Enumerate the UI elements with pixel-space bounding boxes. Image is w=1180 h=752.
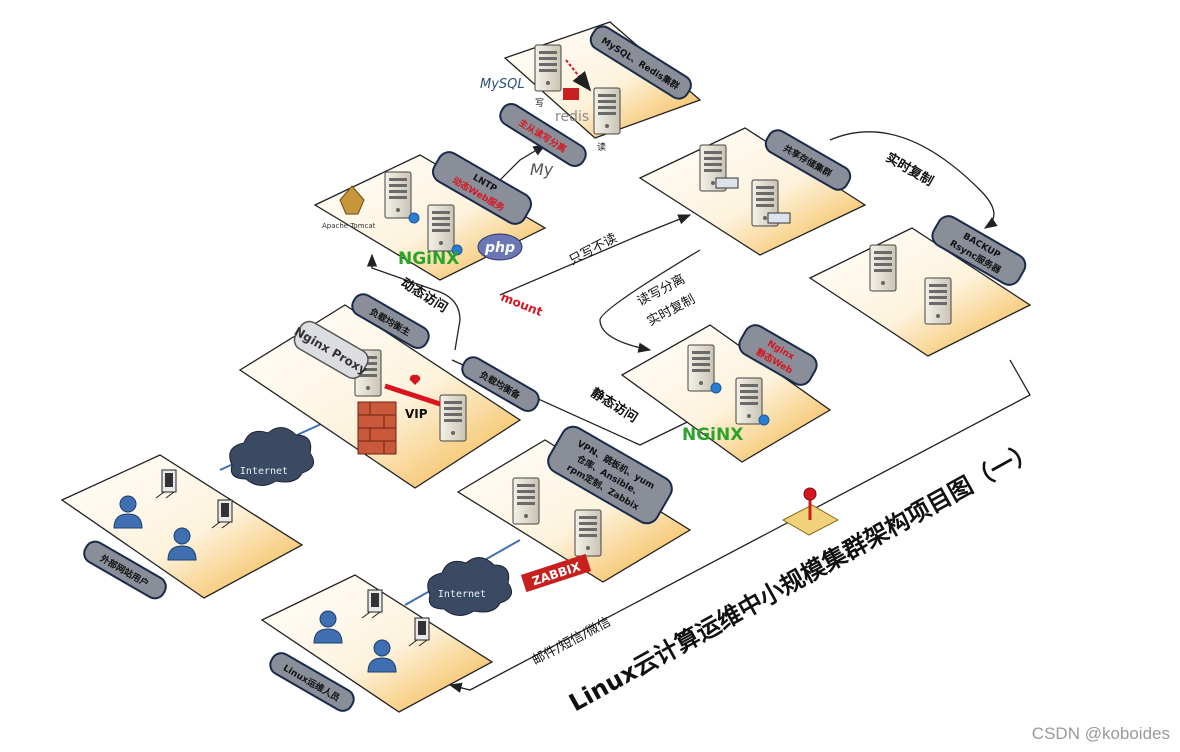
redis-icon xyxy=(563,88,579,100)
internet-label-2: Internet xyxy=(438,589,486,600)
edge-replication xyxy=(599,249,701,353)
dynamic-web-node[interactable]: Apache Tomcat php NGiNX mount LNTP 动态Web… xyxy=(313,148,547,319)
heart-icon xyxy=(409,374,421,385)
edge-realtime-copy xyxy=(829,131,998,229)
internet-cloud-2: Internet xyxy=(427,557,513,616)
platform xyxy=(60,454,304,599)
disk-icon xyxy=(767,212,791,224)
sync-arrow xyxy=(565,59,592,92)
internet-cloud-1: Internet xyxy=(229,427,315,486)
edge-label-dynamic: 动态访问 xyxy=(398,275,451,316)
alert-pin-icon xyxy=(781,487,840,536)
static-web-node[interactable]: NGiNX Nginx 静态Web xyxy=(620,321,832,463)
server-icon xyxy=(512,477,540,525)
edge-label-readonly: 只写不读 xyxy=(567,231,620,269)
server-icon xyxy=(593,87,621,135)
edge-dynamic-access xyxy=(366,253,461,351)
internet-label-1: Internet xyxy=(240,466,288,477)
server-icon xyxy=(687,344,715,392)
shared-storage-node[interactable]: 共享存储集群 xyxy=(638,127,867,256)
server-icon xyxy=(427,204,455,252)
backup-node[interactable]: BACKUP Rsync服务器 xyxy=(808,212,1032,357)
tomcat-icon xyxy=(339,185,365,215)
mysql-logo: MySQL xyxy=(480,77,525,92)
platform xyxy=(456,439,692,583)
edge-label-realtime: 实时复制 xyxy=(883,150,936,190)
redis-logo: redis xyxy=(555,109,589,125)
zabbix-badge xyxy=(520,553,592,593)
platform xyxy=(620,324,832,463)
header-badge: Nginx 静态Web xyxy=(738,324,818,386)
vip-label: VIP xyxy=(405,407,428,421)
server-icon xyxy=(384,171,412,219)
disk-icon xyxy=(715,177,739,189)
server-icon xyxy=(534,44,562,92)
server-icon xyxy=(735,377,763,425)
php-logo: php xyxy=(484,240,515,256)
server-icon xyxy=(924,277,952,325)
tomcat-logo: Apache Tomcat xyxy=(322,222,376,230)
globe-icon xyxy=(451,244,463,256)
read-label: 读 xyxy=(597,141,606,153)
edge-alerts xyxy=(448,359,1031,693)
php-icon xyxy=(477,233,523,261)
nginx-logo: NGiNX xyxy=(398,249,459,269)
watermark: CSDN @koboides xyxy=(1031,724,1170,743)
external-users-node[interactable]: 外部网站用户 xyxy=(60,454,304,602)
globe-icon xyxy=(758,414,770,426)
globe-icon xyxy=(408,212,420,224)
edge-label-alerts: 邮件/短信/微信 xyxy=(530,615,614,669)
server-icon xyxy=(869,244,897,292)
edge-readonly-mount xyxy=(499,214,692,296)
server-icon xyxy=(574,509,602,557)
db-cluster-node[interactable]: MySQL redis 写 读 MySQL、Redis集群 主从读写分离 My xyxy=(480,21,702,179)
edge-label-static: 静态访问 xyxy=(588,385,641,426)
write-label: 写 xyxy=(535,98,544,109)
server-icon xyxy=(439,394,467,442)
mount-label: mount xyxy=(499,290,545,319)
vip-link xyxy=(384,383,441,407)
globe-icon xyxy=(710,382,722,394)
mysql-dolphin-mark: My xyxy=(530,160,554,179)
firewall-bricks xyxy=(358,402,396,454)
nginx-logo: NGiNX xyxy=(682,425,743,445)
